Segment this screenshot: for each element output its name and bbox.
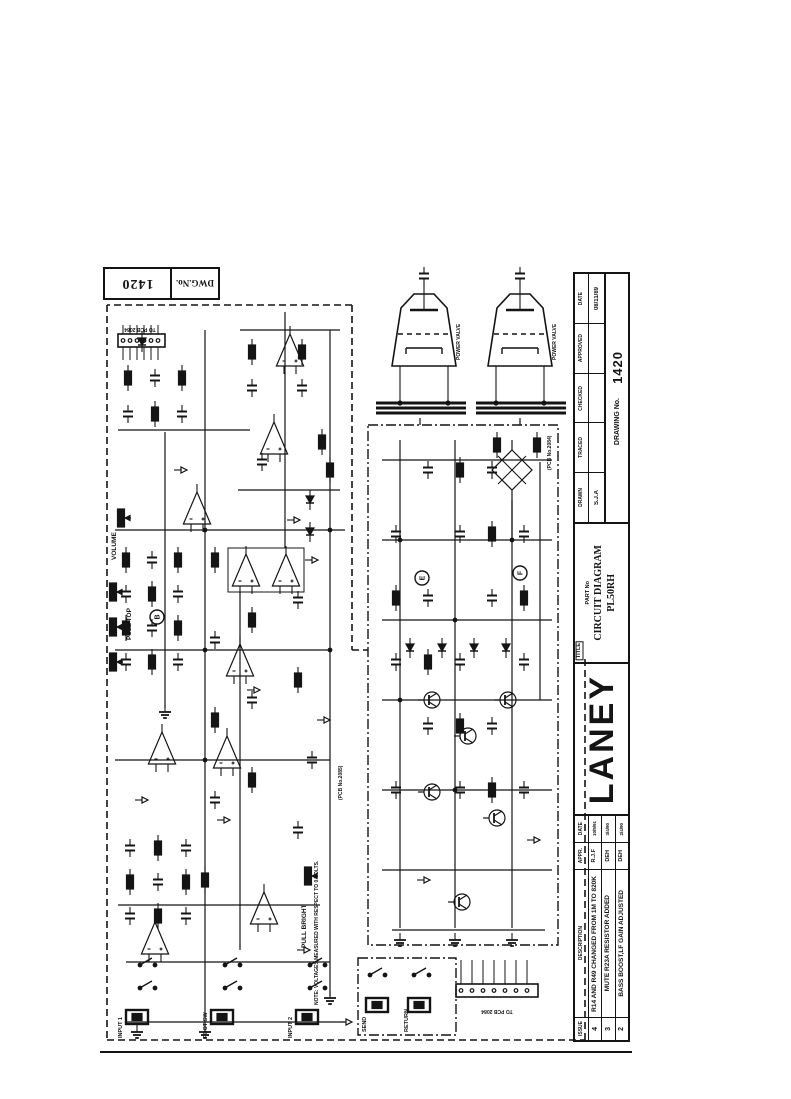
title-box: TITLE PL50RH CIRCUIT DIAGRAM PART No (575, 524, 628, 664)
node-letter-b: B (155, 614, 162, 619)
rev4-appr: R.J.F (591, 849, 598, 863)
checked-header: CHECKED (578, 385, 584, 411)
pull-bright-label: PULL BRIGHT (301, 904, 308, 948)
drawing-number-box: 1420 DRAWING No. (606, 274, 628, 522)
revision-headers: DATE APPR. DESCRIPTION ISSUE (575, 816, 589, 1040)
model-title: PL50RH (606, 574, 618, 612)
rev4-issue: 4 (591, 1027, 599, 1031)
drawn-header: DRAWN (578, 488, 584, 508)
drawing-number-label: DRAWING No. (613, 397, 621, 445)
rev4-date: 10/9/91 (591, 821, 597, 837)
revision-row-4: 10/9/91 R.J.F R14 AND R49 CHANGED FROM 1… (589, 816, 603, 1040)
pull-top-label: PULL TOP (126, 607, 133, 640)
approved-header: APPROVED (578, 334, 584, 363)
date-value: 08/11/89 (593, 286, 600, 310)
rev4-description: R14 AND R49 CHANGED FROM 1M TO 820K (590, 875, 598, 1012)
to-pcb-bottom-caption: TO PCB 2084 (481, 1008, 513, 1014)
return-jack-label: RETURN (404, 1009, 410, 1032)
rev2-appr: DEH (618, 850, 625, 862)
input2-jack-label: INPUT 2 (288, 1017, 294, 1038)
power-valve-1-label: POWER VALVE (456, 323, 462, 360)
dwg-number-value: 1420 (121, 276, 154, 292)
title-tag: TITLE (576, 640, 584, 660)
input1-jack-label: INPUT 1 (118, 1017, 124, 1038)
diagram-title: CIRCUIT DIAGRAM (593, 545, 605, 641)
pcb-number-power: (PCB No.2084) (547, 435, 553, 470)
node-letter-e: E (420, 575, 427, 580)
rev-appr-header: APPR. (578, 848, 584, 864)
node-letter-f: F (518, 570, 525, 575)
laney-logo: LANEY (582, 673, 621, 805)
power-valve-2-label: POWER VALVE (552, 323, 558, 360)
revision-row-3: 3/4/90 DEH MUTE R23A RESISTOR ADDED 3 (602, 816, 616, 1040)
volume-label: VOLUME (111, 532, 118, 560)
drawing-number-value: 1420 (609, 351, 625, 384)
revision-row-2: 2/4/90 DEH BASS BOOST,LF GAIN ADJUSTED 2 (615, 816, 628, 1040)
rev3-description: MUTE R23A RESISTOR ADDED (604, 895, 612, 992)
dwg-number-stamp: DWG.No. 1420 (103, 267, 220, 300)
send-jack-label: SEND (362, 1017, 368, 1032)
brand-box: LANEY (575, 664, 628, 816)
pcb-number-preamp: (PCB No.2085) (338, 765, 344, 800)
schematic-linework (100, 267, 632, 1053)
approvals-headers: DATE APPROVED CHECKED TRACED DRAWN (575, 274, 589, 522)
rev3-issue: 3 (604, 1027, 612, 1031)
drawn-value: S.J.A (593, 490, 600, 506)
voltage-note: NOTE: VOLTAGES MEASURED WITH RESPECT TO … (314, 860, 320, 1005)
part-no-label: PART No (584, 581, 591, 605)
traced-header: TRACED (578, 437, 584, 459)
rev3-date: 3/4/90 (605, 822, 611, 836)
rev3-appr: DEH (604, 850, 611, 862)
rev2-issue: 2 (618, 1027, 626, 1031)
title-block: DATE APPROVED CHECKED TRACED DRAWN 08/11… (573, 272, 630, 1042)
revision-table: DATE APPR. DESCRIPTION ISSUE 10/9/91 R.J… (575, 816, 628, 1040)
approvals-values: 08/11/89 S.J.A (589, 274, 606, 522)
rev2-description: BASS BOOST,LF GAIN ADJUSTED (617, 890, 625, 997)
rev-issue-header: ISSUE (578, 1021, 584, 1037)
footsw-jack-label: FOOT SW (203, 1012, 209, 1038)
rev-description-header: DESCRIPTION (578, 926, 584, 961)
rev2-date: 2/4/90 (618, 822, 624, 836)
to-pcb-top-caption: TO PCB 2084 (124, 326, 156, 332)
approvals-table: DATE APPROVED CHECKED TRACED DRAWN 08/11… (575, 274, 628, 524)
dwg-number-label: DWG.No. (170, 269, 218, 298)
rev-date-header: DATE (578, 822, 584, 836)
date-header: DATE (578, 291, 584, 306)
